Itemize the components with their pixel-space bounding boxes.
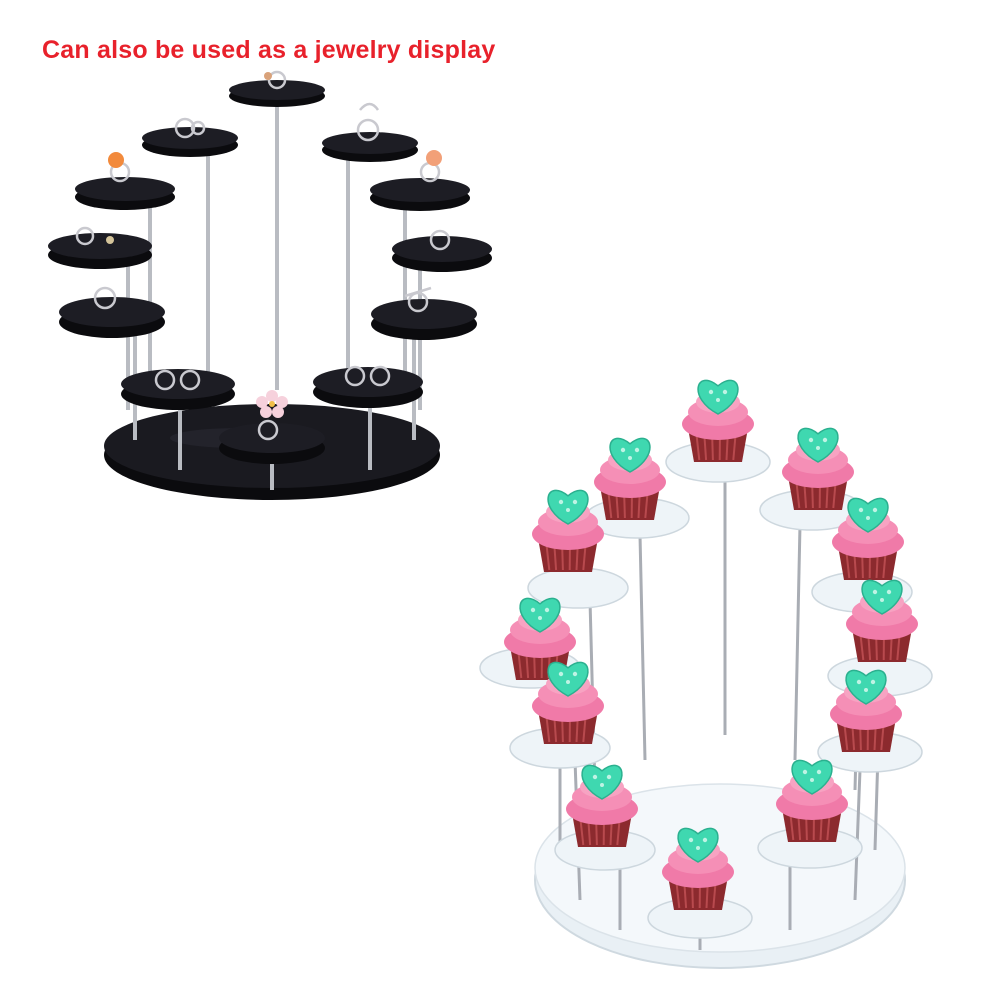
- cupcakes: [504, 379, 918, 910]
- cupcake-stand: [479, 379, 933, 969]
- cupcake: [532, 489, 604, 572]
- flower-ring: [256, 390, 288, 418]
- stand-platforms: [48, 80, 492, 464]
- cupcake: [566, 764, 638, 847]
- cupcake: [832, 497, 904, 580]
- rings: [75, 70, 451, 441]
- cupcake: [782, 427, 854, 510]
- cupcake: [594, 437, 666, 520]
- cupcake: [830, 669, 902, 752]
- cupcake: [662, 827, 734, 910]
- cupcake: [776, 759, 848, 842]
- jewelry-stand: [48, 70, 492, 500]
- cupcake: [682, 379, 754, 462]
- caption-text: Can also be used as a jewelry display: [42, 36, 496, 64]
- cupcake: [846, 579, 918, 662]
- cupcake: [532, 661, 604, 744]
